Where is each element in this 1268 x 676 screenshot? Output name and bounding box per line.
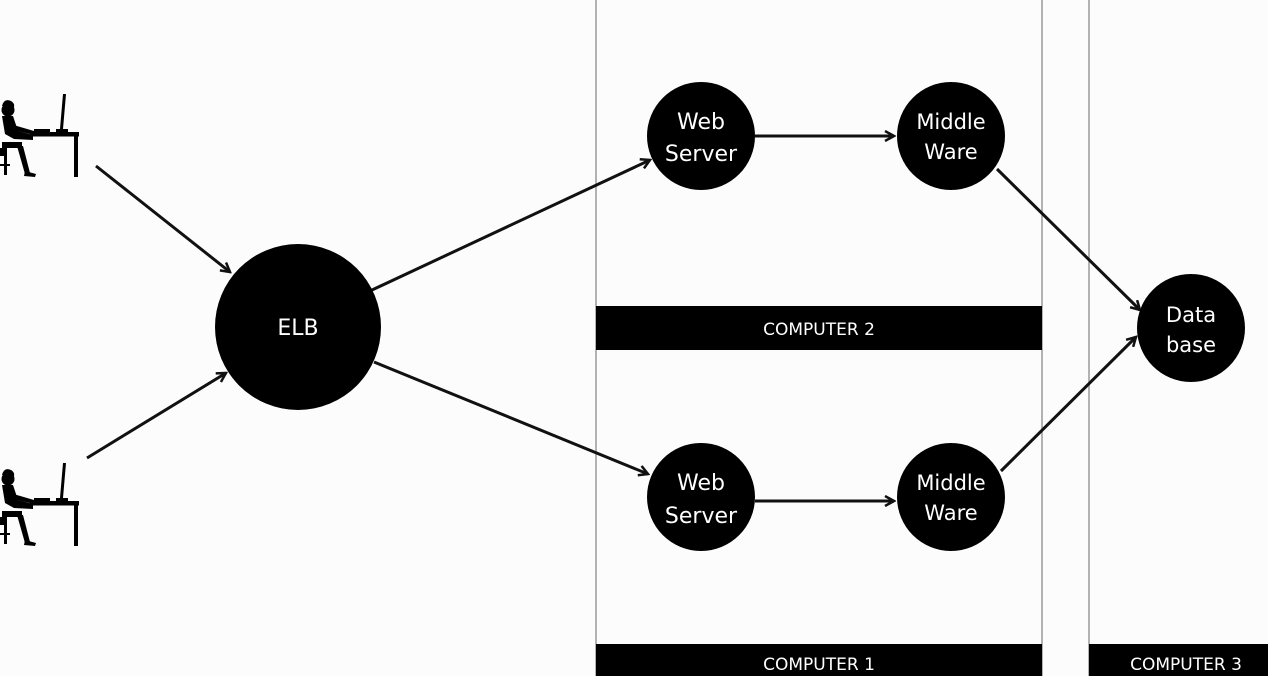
arrow-middleware-top-to-database bbox=[995, 167, 1140, 310]
middleware-bottom-label-line1: Middle bbox=[916, 471, 985, 495]
web-server-node-top: Web Server bbox=[647, 82, 755, 190]
arrow-user-bottom-to-elb bbox=[86, 373, 226, 460]
arrow-elb-to-web-server-bottom bbox=[373, 360, 648, 474]
middleware-node-bottom: Middle Ware bbox=[897, 443, 1005, 551]
computer-3-label: COMPUTER 3 bbox=[1130, 655, 1242, 675]
web-server-bottom-label-line2: Server bbox=[665, 504, 738, 529]
arrow-user-top-to-elb bbox=[95, 164, 230, 272]
connection-arrows bbox=[86, 136, 1140, 501]
middleware-top-label-line2: Ware bbox=[924, 140, 977, 164]
middleware-top-label-line1: Middle bbox=[916, 110, 985, 134]
user-at-computer-icon bbox=[0, 463, 79, 546]
elb-label: ELB bbox=[277, 316, 318, 341]
arrow-middleware-bottom-to-database bbox=[999, 337, 1136, 473]
computer-2-label-bar: COMPUTER 2 bbox=[596, 306, 1042, 350]
web-server-top-label-line1: Web bbox=[677, 110, 725, 135]
middleware-node-top: Middle Ware bbox=[897, 82, 1005, 190]
web-server-bottom-label-line1: Web bbox=[677, 471, 725, 496]
computer-1-label: COMPUTER 1 bbox=[763, 655, 875, 675]
computer-3-label-bar: COMPUTER 3 bbox=[1089, 644, 1268, 676]
user-at-computer-icon bbox=[0, 94, 79, 177]
database-label-line1: Data bbox=[1166, 303, 1216, 327]
computer-2-label: COMPUTER 2 bbox=[763, 320, 875, 340]
computer-1-label-bar: COMPUTER 1 bbox=[596, 644, 1042, 676]
elb-node: ELB bbox=[215, 244, 381, 410]
database-node: Data base bbox=[1137, 274, 1245, 382]
arrow-elb-to-web-server-top bbox=[371, 160, 650, 292]
middleware-bottom-label-line2: Ware bbox=[924, 501, 977, 525]
web-server-top-label-line2: Server bbox=[665, 142, 738, 167]
database-label-line2: base bbox=[1166, 333, 1216, 357]
web-server-node-bottom: Web Server bbox=[647, 443, 755, 551]
